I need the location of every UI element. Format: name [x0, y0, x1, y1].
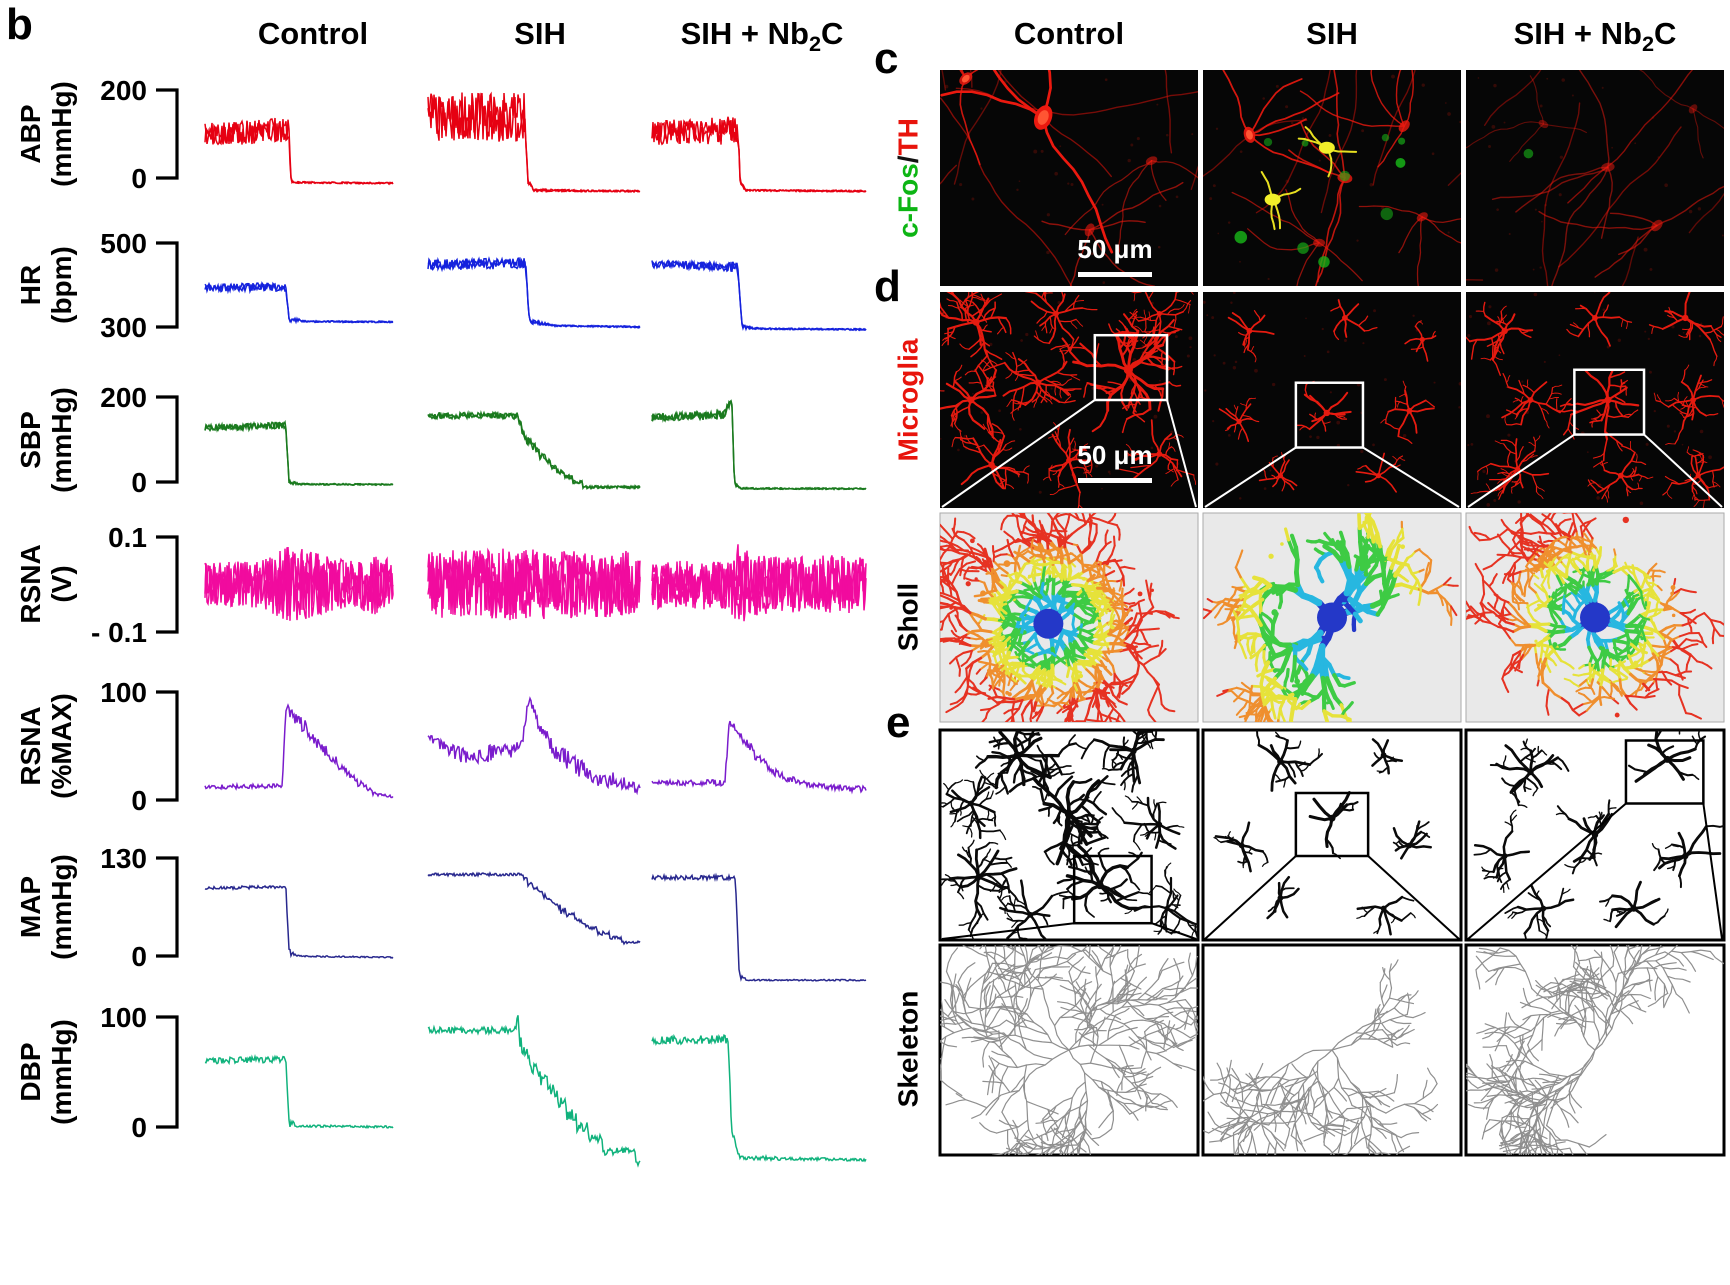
tick-map-top: 130: [100, 843, 147, 874]
b-col-header-sih-nb2c: SIH + Nb2C: [680, 16, 844, 57]
scalebar-label-c: 50 μm: [1077, 234, 1153, 264]
panel-c-label: c: [874, 34, 899, 83]
tick-abp-bottom: 0: [131, 163, 147, 194]
tick-hr-bottom: 300: [100, 312, 147, 343]
tick-rsna-top: 0.1: [108, 522, 147, 553]
y-axis-label-dbp: DBP(mmHg): [15, 1019, 77, 1125]
tick-rsnamax-bottom: 0: [131, 785, 147, 816]
row-label-microglia: Microglia: [892, 338, 924, 462]
tick-dbp-bottom: 0: [131, 1112, 147, 1143]
tick-map-bottom: 0: [131, 941, 147, 972]
c-col-header-sih-nb2c: SIH + Nb2C: [1513, 16, 1677, 57]
panel-d-label: d: [874, 262, 901, 311]
row-label-skeleton: Skeleton: [892, 990, 924, 1108]
tick-abp-top: 200: [100, 75, 147, 106]
b-col-header-control: Control: [257, 16, 369, 51]
tick-hr-top: 500: [100, 228, 147, 259]
tick-rsna-bottom: - 0.1: [90, 617, 147, 648]
tick-dbp-top: 100: [100, 1002, 147, 1033]
y-axis-label-rsna-v: RSNA(V): [15, 544, 77, 624]
b-col-header-sih: SIH: [514, 16, 566, 51]
row-label-cfos-th: c-Fos/TH: [892, 118, 924, 238]
scalebar-label-d: 50 μm: [1077, 440, 1153, 470]
tick-sbp-bottom: 0: [131, 467, 147, 498]
panel-b-label: b: [6, 0, 33, 49]
tick-rsnamax-top: 100: [100, 677, 147, 708]
c-col-header-control: Control: [1013, 16, 1125, 51]
c-col-header-sih: SIH: [1306, 16, 1358, 51]
panel-e-label: e: [886, 698, 911, 747]
tick-sbp-top: 200: [100, 382, 147, 413]
row-label-sholl: Sholl: [892, 582, 924, 652]
